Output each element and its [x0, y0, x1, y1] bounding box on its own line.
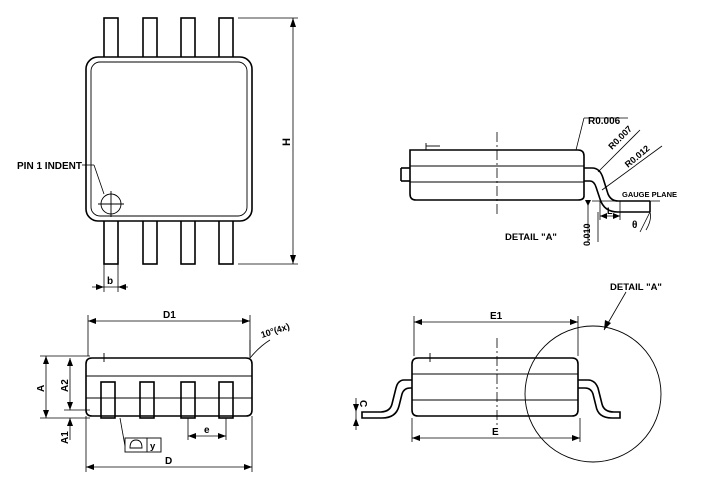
gauge-plane-label: GAUGE PLANE	[622, 190, 677, 199]
dim-H-label: H	[281, 138, 293, 146]
dim-D1-label: D1	[163, 310, 176, 321]
dim-e-label: e	[204, 425, 210, 436]
dim-A-label: A	[36, 385, 47, 392]
dim-0010-label: 0.010	[582, 223, 592, 246]
side-view: D1 10°(4x) A A2 A1 y e	[36, 310, 291, 472]
dim-E-label: E	[492, 427, 499, 438]
pin1-indent-label: PIN 1 INDENT	[17, 161, 82, 172]
package-body-outer	[85, 56, 253, 222]
dim-b-label: b	[107, 276, 113, 287]
r007-label: R0.007	[606, 124, 634, 152]
detail-a-circle	[524, 325, 662, 463]
angle-label: 10°(4x)	[260, 321, 291, 340]
theta-label: θ	[632, 220, 637, 231]
lead-bottom-3	[180, 219, 196, 265]
dim-D-label: D	[165, 456, 172, 467]
dim-C-label: C	[357, 400, 368, 407]
top-view: PIN 1 INDENT H b	[17, 17, 298, 292]
r006-label: R0.006	[588, 116, 621, 127]
coplanarity-box	[124, 437, 162, 453]
detail-a-callout-label: DETAIL "A"	[610, 282, 662, 293]
dim-A1-label: A1	[60, 431, 71, 444]
detail-a-caption: DETAIL "A"	[505, 232, 557, 243]
lead-top-2	[142, 17, 158, 59]
dim-L-label: L	[607, 206, 613, 216]
lead-top-4	[218, 17, 234, 59]
detail-a-view: R0.006 R0.007 R0.012 GAUGE PLANE L θ 0.0…	[400, 116, 677, 246]
lead-bottom-1	[103, 219, 119, 265]
dim-E1-label: E1	[490, 311, 503, 322]
end-view: E1 E C DETAIL "A"	[353, 282, 662, 463]
lead-bottom-2	[142, 219, 158, 265]
lead-top-3	[180, 17, 196, 59]
coplanarity-y-label: y	[150, 441, 156, 452]
lead-top-1	[103, 17, 119, 59]
dim-A2-label: A2	[60, 379, 71, 392]
package-body-inner	[90, 61, 248, 217]
lead-bottom-4	[218, 219, 234, 265]
